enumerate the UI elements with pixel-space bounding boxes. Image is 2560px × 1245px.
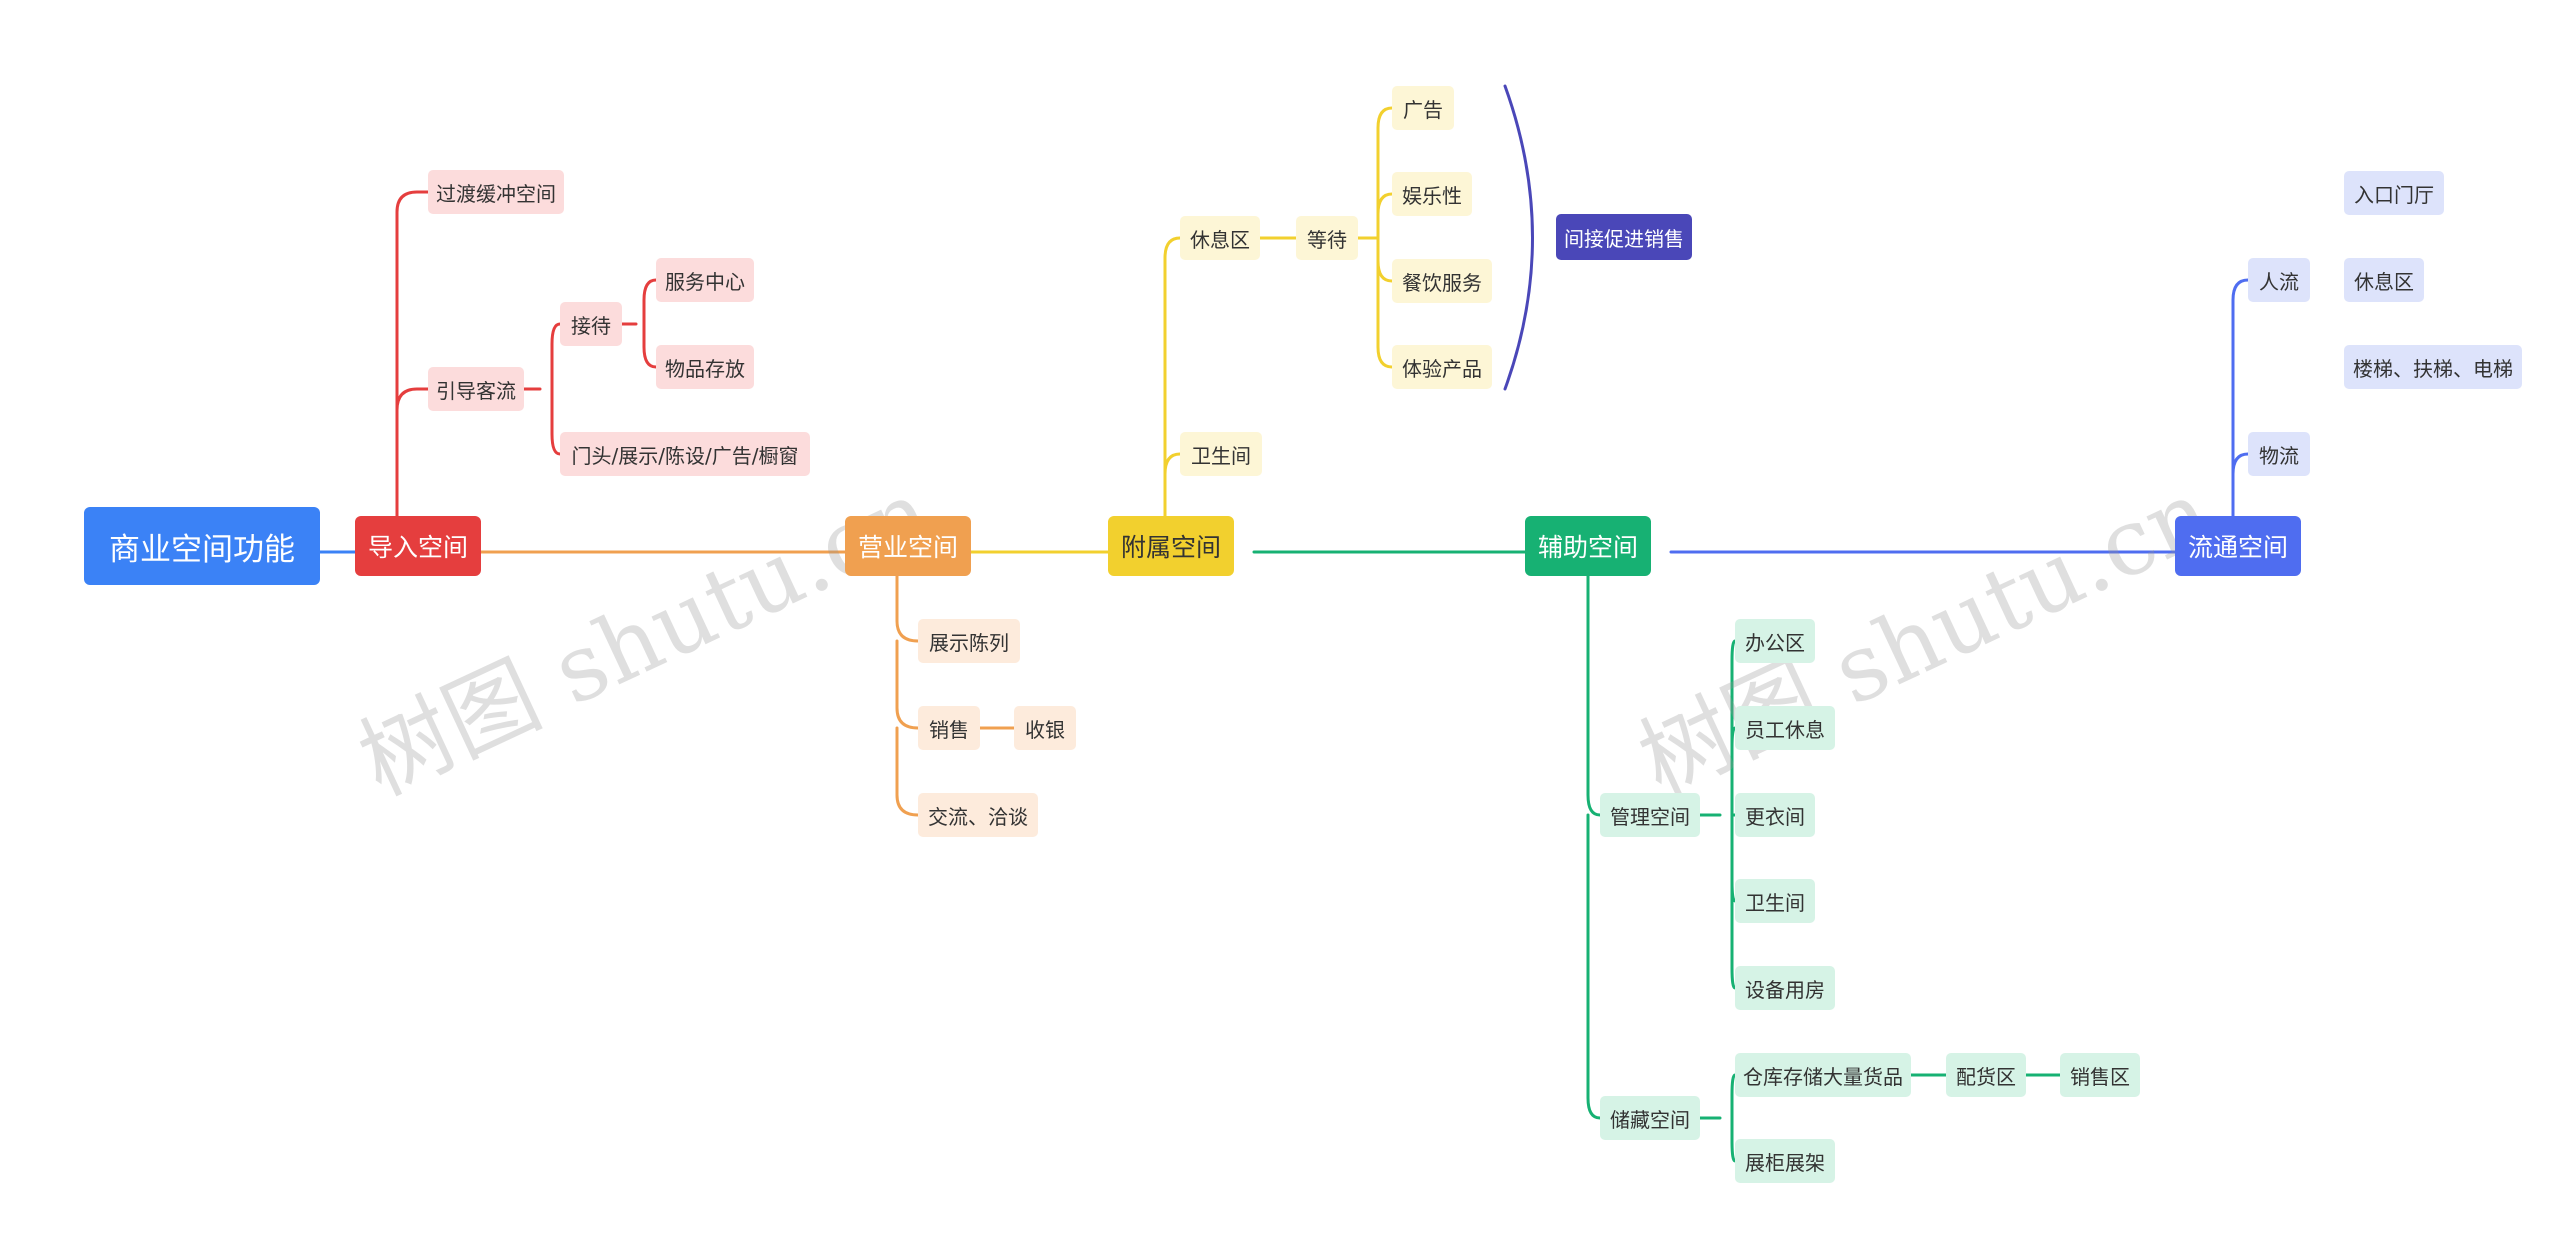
link-mgmt-equip bbox=[1730, 813, 1737, 990]
node-office[interactable]: 办公区 bbox=[1735, 619, 1815, 663]
node-cashier[interactable]: 收银 bbox=[1014, 706, 1076, 750]
link-b3-rest bbox=[1163, 236, 1182, 518]
node-display[interactable]: 展示陈列 bbox=[918, 619, 1020, 663]
node-service-center[interactable]: 服务中心 bbox=[656, 258, 754, 302]
node-entrance-hall[interactable]: 入口门厅 bbox=[2344, 171, 2444, 215]
node-sales[interactable]: 销售 bbox=[918, 706, 980, 750]
node-sales-area[interactable]: 销售区 bbox=[2060, 1053, 2140, 1097]
link-reception-storage bbox=[642, 322, 658, 369]
node-reception[interactable]: 接待 bbox=[560, 302, 622, 346]
summary-indirect-sales[interactable]: 间接促进销售 bbox=[1556, 214, 1692, 260]
summary-bracket bbox=[1503, 84, 1534, 391]
link-storage-warehouse bbox=[1730, 1073, 1737, 1120]
link-c2-reception bbox=[550, 322, 562, 391]
node-storage[interactable]: 物品存放 bbox=[656, 345, 754, 389]
node-distribution[interactable]: 配货区 bbox=[1946, 1053, 2026, 1097]
link-b3-toilet bbox=[1163, 452, 1182, 476]
node-catering[interactable]: 餐饮服务 bbox=[1392, 259, 1492, 303]
node-management-space[interactable]: 管理空间 bbox=[1600, 793, 1700, 837]
node-entertainment[interactable]: 娱乐性 bbox=[1392, 172, 1472, 216]
node-rest-area[interactable]: 休息区 bbox=[1180, 216, 1260, 260]
branch-ancillary-space[interactable]: 附属空间 bbox=[1108, 516, 1234, 576]
node-toilet-ancillary[interactable]: 卫生间 bbox=[1180, 432, 1262, 476]
root-node[interactable]: 商业空间功能 bbox=[84, 507, 320, 585]
branch-circulation-space[interactable]: 流通空间 bbox=[2175, 516, 2301, 576]
link-b4-storage bbox=[1586, 813, 1602, 1120]
link-mgmt-office bbox=[1730, 639, 1737, 817]
link-b2-negotiation bbox=[895, 726, 920, 817]
node-transition-buffer[interactable]: 过渡缓冲空间 bbox=[428, 170, 564, 214]
node-people-flow[interactable]: 人流 bbox=[2248, 258, 2310, 302]
branch-import-space[interactable]: 导入空间 bbox=[355, 516, 481, 576]
node-negotiation[interactable]: 交流、洽谈 bbox=[918, 793, 1038, 837]
node-staff-rest[interactable]: 员工休息 bbox=[1735, 706, 1835, 750]
node-showcase[interactable]: 展柜展架 bbox=[1735, 1139, 1835, 1183]
node-stairs-elevators[interactable]: 楼梯、扶梯、电梯 bbox=[2344, 345, 2522, 389]
link-b5-logistics bbox=[2231, 452, 2250, 476]
node-waiting[interactable]: 等待 bbox=[1296, 216, 1358, 260]
node-logistics[interactable]: 物流 bbox=[2248, 432, 2310, 476]
node-equipment-room[interactable]: 设备用房 bbox=[1735, 966, 1835, 1010]
link-storage-showcase bbox=[1730, 1116, 1737, 1163]
link-waiting-cater bbox=[1376, 236, 1394, 283]
branch-business-space[interactable]: 营业空间 bbox=[845, 516, 971, 576]
node-locker-room[interactable]: 更衣间 bbox=[1735, 793, 1815, 837]
node-experience[interactable]: 体验产品 bbox=[1392, 345, 1492, 389]
link-waiting-ad bbox=[1376, 106, 1394, 240]
link-b2-display bbox=[895, 574, 920, 643]
node-guide-flow[interactable]: 引导客流 bbox=[428, 367, 524, 411]
link-b1-c1 bbox=[395, 190, 430, 518]
link-waiting-exp bbox=[1376, 236, 1394, 369]
node-toilet-aux[interactable]: 卫生间 bbox=[1735, 879, 1815, 923]
branch-auxiliary-space[interactable]: 辅助空间 bbox=[1525, 516, 1651, 576]
link-c2-storefront bbox=[550, 387, 562, 456]
link-mgmt-staff bbox=[1730, 726, 1737, 817]
node-advertising[interactable]: 广告 bbox=[1392, 86, 1454, 130]
node-storage-space[interactable]: 储藏空间 bbox=[1600, 1096, 1700, 1140]
node-warehouse[interactable]: 仓库存储大量货品 bbox=[1735, 1053, 1911, 1097]
link-b5-people bbox=[2231, 278, 2250, 518]
node-rest-area-flow[interactable]: 休息区 bbox=[2344, 258, 2424, 302]
link-reception-service bbox=[642, 278, 658, 326]
connector-lines bbox=[318, 84, 2250, 1163]
link-b1-c2 bbox=[395, 387, 430, 412]
link-b2-sales bbox=[895, 639, 920, 730]
link-waiting-ent bbox=[1376, 192, 1394, 240]
node-storefront[interactable]: 门头/展示/陈设/广告/橱窗 bbox=[560, 432, 810, 476]
link-b4-mgmt bbox=[1586, 574, 1602, 817]
